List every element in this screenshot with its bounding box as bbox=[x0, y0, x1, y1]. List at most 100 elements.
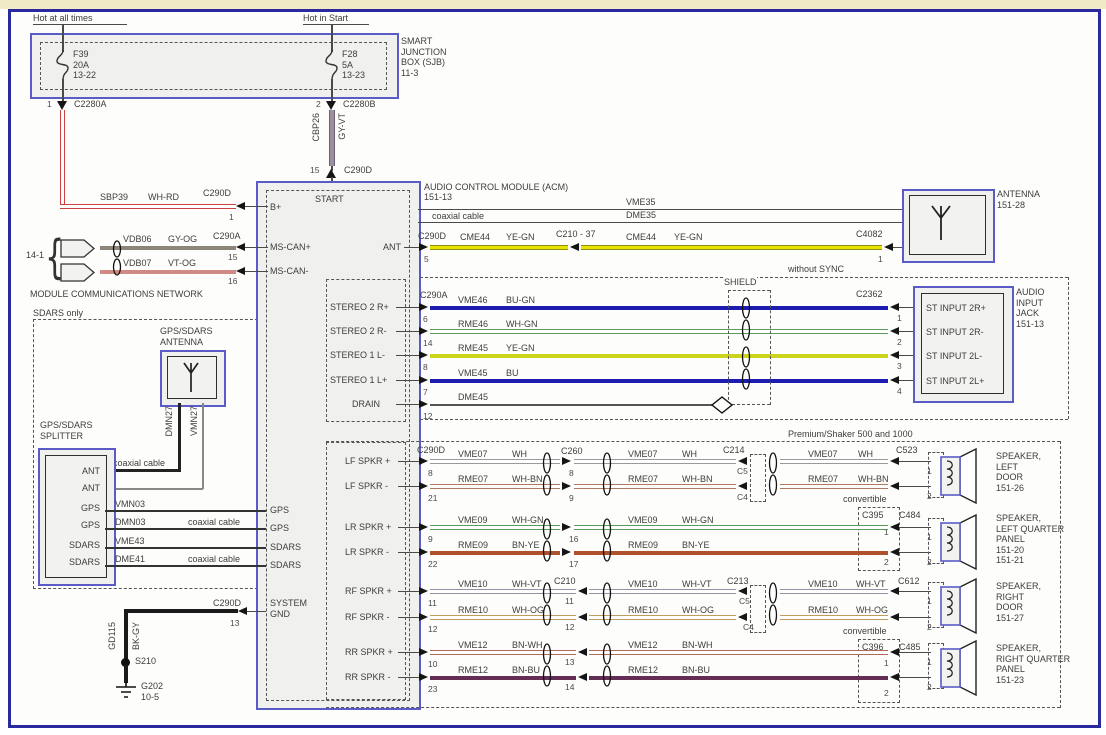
sjb-label: SMART JUNCTION BOX (SJB) 11-3 bbox=[401, 36, 447, 78]
acm-pin-lr-plus: LR SPKR + bbox=[345, 522, 392, 532]
pin: 1 bbox=[927, 657, 932, 667]
c2362-arrow-icon bbox=[890, 327, 899, 335]
twisted-pair-icon bbox=[542, 452, 552, 496]
wire-vmn27-h bbox=[105, 488, 203, 490]
speaker-icon bbox=[940, 577, 977, 635]
vme35-circuit: VME35 bbox=[626, 197, 656, 207]
sbp39-color: WH-RD bbox=[148, 192, 179, 202]
pin: 1 bbox=[927, 532, 932, 542]
c612-arrow-icon bbox=[890, 613, 899, 621]
jack-pin-label: ST INPUT 2R- bbox=[926, 327, 984, 337]
wire-rme09 bbox=[574, 551, 888, 555]
wire-vmn27 bbox=[202, 403, 204, 489]
jack-pin: 3 bbox=[897, 361, 902, 371]
c2280a-pin: 1 bbox=[47, 99, 52, 109]
c214-arrow-icon bbox=[738, 482, 747, 490]
twisted-pair-icon bbox=[542, 582, 552, 626]
stub bbox=[899, 677, 931, 678]
jack-pin: 2 bbox=[897, 337, 902, 347]
coax-label: coaxial cable bbox=[188, 554, 241, 564]
antenna-icon bbox=[931, 205, 951, 240]
c290a-label: C290A bbox=[213, 231, 241, 241]
premium-box-bottom bbox=[326, 707, 1060, 708]
c260-pin: 17 bbox=[569, 559, 579, 569]
coax-label: coaxial cable bbox=[188, 517, 241, 527]
mscanm-pin-number: 16 bbox=[228, 276, 238, 286]
arrow-icon bbox=[419, 648, 428, 656]
wire-rme45 bbox=[430, 354, 888, 358]
wire-rme12 bbox=[589, 676, 888, 680]
color: BN-YE bbox=[682, 540, 710, 550]
s210-label: S210 bbox=[135, 656, 157, 666]
c260-pin: 8 bbox=[569, 468, 574, 478]
c214-arrow-icon bbox=[738, 457, 747, 465]
stereo-arrow-icon bbox=[419, 376, 428, 384]
stub bbox=[899, 591, 931, 592]
gnd-pin-number: 13 bbox=[230, 618, 240, 628]
speaker-right-quarter-label: SPEAKER, RIGHT QUARTER PANEL 151-23 bbox=[996, 643, 1071, 685]
stereo-arrow-icon bbox=[419, 400, 428, 408]
convertible-label: convertible bbox=[843, 494, 887, 504]
color: WH bbox=[682, 449, 697, 459]
color: WH-VT bbox=[512, 579, 542, 589]
c2362-arrow-icon bbox=[890, 376, 899, 384]
splitter-pin-sdars1: SDARS bbox=[68, 540, 100, 550]
sync-box-bottom bbox=[420, 419, 1068, 420]
c290d15-arrow-icon bbox=[326, 169, 336, 178]
twisted-pair-icon bbox=[542, 518, 552, 562]
stub bbox=[398, 527, 419, 528]
c396-label: C396 bbox=[862, 642, 884, 653]
wire-vme09 bbox=[430, 525, 560, 530]
speaker-right-door-label: SPEAKER, RIGHT DOOR 151-27 bbox=[996, 581, 1042, 623]
c4082-arrow-icon bbox=[884, 243, 893, 251]
c214-c4-pin: C4 bbox=[737, 492, 748, 502]
fuse1-lead-top bbox=[62, 25, 64, 52]
pin: 23 bbox=[428, 684, 438, 694]
jack-stub bbox=[899, 331, 921, 332]
c260-pin: 16 bbox=[569, 534, 579, 544]
vmn03-circuit: VMN03 bbox=[115, 499, 146, 509]
wire-vme10 bbox=[430, 589, 576, 594]
acm-outer-dashed bbox=[266, 190, 410, 701]
stereo-pin: 8 bbox=[423, 362, 428, 372]
acm-pin-rr-minus: RR SPKR - bbox=[345, 672, 391, 682]
circuit: RME12 bbox=[458, 665, 489, 675]
c484-arrow-icon bbox=[890, 523, 899, 531]
circuit: VME09 bbox=[628, 515, 658, 525]
wire-vme10 bbox=[780, 589, 888, 594]
circuit: RME09 bbox=[458, 540, 489, 550]
wire-vmn03 bbox=[105, 510, 266, 512]
color: WH-VT bbox=[682, 579, 712, 589]
stub bbox=[398, 677, 419, 678]
acm-pin-system-gnd: SYSTEM GND bbox=[270, 598, 308, 619]
acm-box bbox=[256, 181, 421, 710]
color: WH-GN bbox=[512, 515, 544, 525]
cbp26-lead bbox=[331, 166, 333, 171]
pin: 2 bbox=[927, 682, 932, 692]
shield-box-right bbox=[770, 290, 771, 405]
mscanp-stub bbox=[245, 247, 268, 248]
color: WH-BN bbox=[858, 474, 889, 484]
pin: 1 bbox=[927, 596, 932, 606]
drain-diamond-icon bbox=[710, 396, 734, 414]
stub bbox=[398, 591, 419, 592]
pin: 22 bbox=[428, 559, 438, 569]
network-connector-icon bbox=[60, 263, 96, 282]
twisted-pair-icon bbox=[768, 582, 778, 626]
wire-gd115-v2 bbox=[124, 665, 128, 683]
ant-stub bbox=[404, 247, 419, 248]
speaker-left-door-label: SPEAKER, LEFT DOOR 151-26 bbox=[996, 451, 1042, 493]
color: BN-WH bbox=[512, 640, 543, 650]
c210-label: C210 bbox=[554, 576, 576, 586]
c395-label: C395 bbox=[862, 510, 884, 521]
wire-rme12 bbox=[430, 676, 576, 680]
acm-pin-rr-plus: RR SPKR + bbox=[345, 647, 393, 657]
c210-arrow-icon bbox=[578, 613, 587, 621]
circuit: RME07 bbox=[628, 474, 659, 484]
wire-vme12 bbox=[430, 650, 576, 655]
premium-shaker-label: Premium/Shaker 500 and 1000 bbox=[788, 429, 913, 440]
stub bbox=[899, 652, 931, 653]
c290d15-pin: 15 bbox=[310, 165, 320, 175]
antenna-icon bbox=[183, 362, 199, 392]
c213-c5-pin: C5 bbox=[739, 596, 750, 606]
